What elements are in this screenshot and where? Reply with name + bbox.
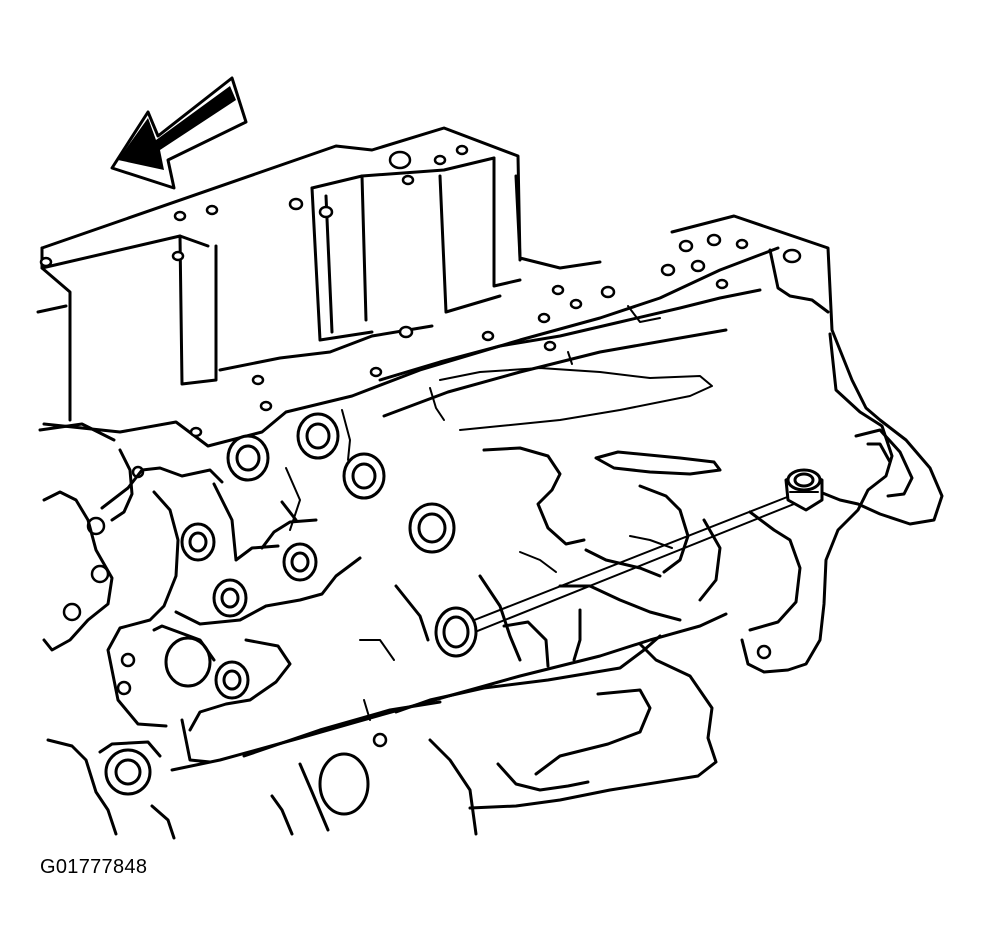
figure-id-label: G01777848 bbox=[40, 856, 148, 878]
plug-fitting bbox=[784, 468, 824, 512]
direction-arrow-icon bbox=[110, 76, 248, 190]
engine-block-illustration bbox=[36, 76, 944, 840]
block-top-deck bbox=[36, 126, 944, 526]
plug-callout bbox=[434, 468, 824, 658]
left-castings bbox=[42, 448, 362, 840]
block-ports bbox=[62, 412, 772, 816]
lower-rail bbox=[170, 612, 728, 836]
deck-holes bbox=[39, 144, 802, 438]
detail-strokes bbox=[285, 305, 713, 721]
